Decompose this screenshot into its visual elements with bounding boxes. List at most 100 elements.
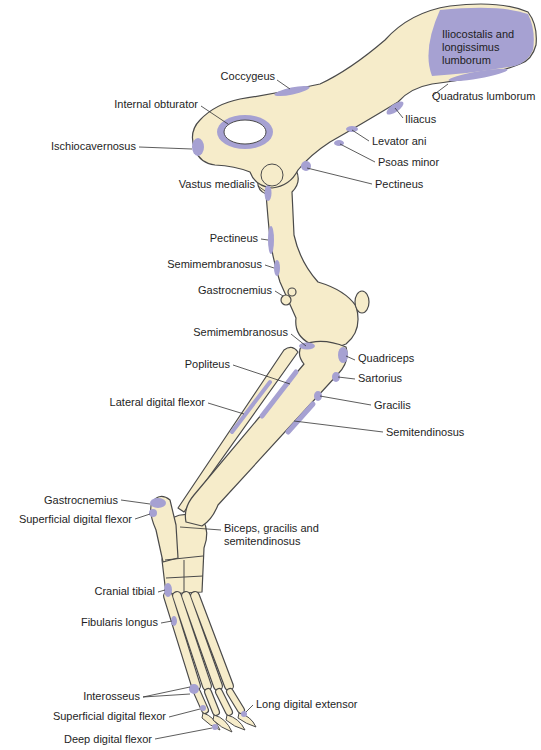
muscle-label: Psoas minor bbox=[378, 156, 439, 169]
muscle-label: Superficial digital flexor bbox=[19, 513, 132, 526]
muscle-label: Popliteus bbox=[185, 358, 230, 371]
phalanx-bone bbox=[219, 692, 229, 712]
muscle-label: Levator ani bbox=[372, 135, 426, 148]
leader-line bbox=[291, 334, 306, 346]
muscle-attachment bbox=[346, 126, 358, 132]
phalanx-bone bbox=[197, 692, 205, 710]
phalanx-bone bbox=[208, 692, 216, 712]
muscle-attachment bbox=[189, 684, 199, 694]
muscle-attachment bbox=[164, 583, 172, 597]
muscle-label: Iliacus bbox=[405, 113, 436, 126]
muscle-attachment-strip bbox=[232, 372, 313, 432]
leader-line bbox=[246, 705, 253, 712]
bone bbox=[192, 4, 536, 188]
claw bbox=[238, 713, 256, 727]
leader-line bbox=[233, 365, 290, 384]
bone bbox=[355, 291, 369, 313]
muscle-attachment bbox=[385, 99, 406, 117]
muscle-label: Long digital extensor bbox=[256, 698, 358, 711]
foramen bbox=[261, 164, 283, 186]
claw bbox=[202, 713, 256, 732]
muscle-attachment bbox=[200, 705, 206, 711]
muscle-label: Semitendinosus bbox=[386, 426, 464, 439]
muscle-label: Biceps, gracilis and semitendinosus bbox=[224, 522, 336, 548]
muscle-attachment bbox=[274, 84, 311, 98]
muscle-label: Gracilis bbox=[374, 399, 411, 412]
muscle-attachment bbox=[217, 115, 273, 149]
muscle-label: Gastrocnemius bbox=[198, 284, 272, 297]
muscle-attachment bbox=[212, 724, 218, 730]
foramen bbox=[224, 120, 266, 144]
phalanx-bone bbox=[197, 692, 241, 712]
phalanx-bone bbox=[230, 692, 241, 710]
metatarsal-bone bbox=[168, 596, 229, 686]
muscle-label: Cranial tibial bbox=[94, 585, 155, 598]
tarsal-joint-line bbox=[165, 556, 203, 560]
bone bbox=[258, 164, 358, 348]
muscle-label: Semimembranosus bbox=[167, 258, 262, 271]
muscle-attachment bbox=[301, 161, 311, 171]
muscle-label: Quadriceps bbox=[358, 352, 414, 365]
foramen bbox=[224, 120, 283, 186]
muscle-attachment bbox=[192, 138, 204, 156]
muscle-attachment-strip bbox=[262, 372, 296, 416]
muscle-label: Iliocostalis and longissimus lumborum bbox=[442, 28, 526, 67]
muscle-attachment bbox=[428, 8, 533, 76]
muscle-attachment-strip bbox=[232, 382, 270, 432]
muscle-label: Lateral digital flexor bbox=[110, 396, 205, 409]
metatarsal-bone bbox=[168, 596, 229, 686]
muscle-attachment-strip bbox=[288, 404, 313, 432]
bone bbox=[288, 288, 296, 296]
leader-line bbox=[294, 421, 383, 432]
leader-line bbox=[261, 239, 268, 240]
leader-line bbox=[208, 403, 244, 414]
muscle-attachment bbox=[299, 343, 315, 350]
muscle-label: Vastus medialis bbox=[179, 178, 255, 191]
leader-line bbox=[158, 590, 165, 592]
bone bbox=[281, 295, 291, 305]
leader-line bbox=[139, 147, 192, 149]
leader-line bbox=[395, 108, 403, 118]
phalanx-bone bbox=[230, 692, 241, 710]
leader-line bbox=[277, 80, 290, 89]
leader-line bbox=[307, 168, 372, 184]
muscle-label: Pectineus bbox=[210, 232, 258, 245]
leader-line bbox=[258, 186, 265, 191]
leader-line bbox=[135, 514, 150, 519]
leader-line bbox=[143, 694, 190, 697]
metatarsal-bone bbox=[195, 596, 229, 686]
muscle-label: Internal obturator bbox=[114, 98, 198, 111]
muscle-label: Ischiocavernosus bbox=[51, 140, 136, 153]
muscle-label: Quadratus lumborum bbox=[432, 90, 535, 103]
muscle-attachment bbox=[268, 226, 274, 254]
leader-line bbox=[346, 356, 355, 360]
leader-line bbox=[352, 130, 369, 141]
leader-line bbox=[121, 80, 448, 739]
muscle-attachment bbox=[338, 347, 348, 363]
leader-line bbox=[180, 527, 221, 530]
muscle-attachment bbox=[448, 66, 508, 83]
muscle-label: Pectineus bbox=[375, 178, 423, 191]
leader-line bbox=[161, 621, 172, 623]
muscle-label: Coccygeus bbox=[221, 70, 275, 83]
leader-line bbox=[201, 106, 228, 124]
leader-line bbox=[320, 396, 371, 405]
bone bbox=[151, 496, 178, 562]
muscle-label: Superficial digital flexor bbox=[53, 710, 166, 723]
phalanx-bone bbox=[197, 692, 241, 712]
muscle-attachment bbox=[274, 260, 280, 276]
leader-line bbox=[121, 500, 150, 504]
muscle-attachment bbox=[149, 8, 534, 730]
metatarsal-bone bbox=[168, 596, 229, 686]
leader-line bbox=[169, 709, 200, 717]
bone bbox=[185, 341, 347, 526]
muscle-label: Gastrocnemius bbox=[44, 494, 118, 507]
leader-line bbox=[143, 687, 190, 697]
phalanx-bone bbox=[197, 692, 241, 712]
phalanx-bone bbox=[197, 692, 205, 710]
muscle-label: Interosseus bbox=[83, 690, 140, 703]
leader-line bbox=[340, 144, 375, 162]
phalanx-bone bbox=[208, 692, 216, 712]
